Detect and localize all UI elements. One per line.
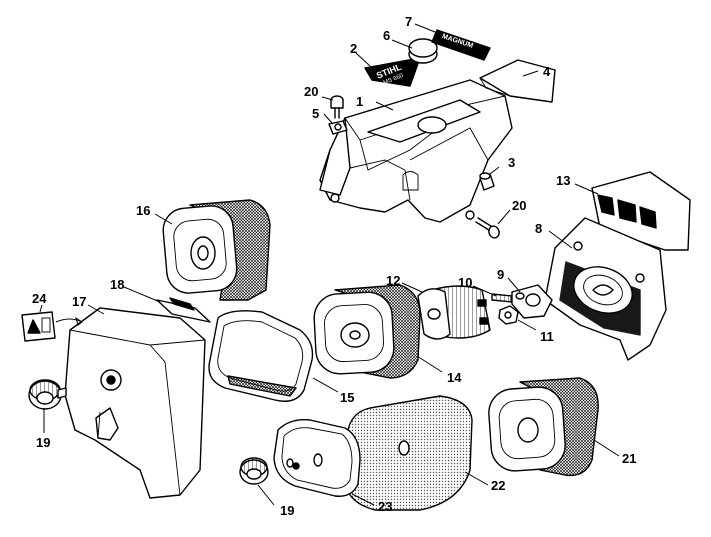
part-21-filter — [488, 377, 599, 477]
callout-5: 5 — [312, 106, 319, 121]
part-19-knob-left — [28, 379, 67, 410]
part-3-grommet — [479, 172, 495, 191]
part-18-seal-strip — [156, 297, 211, 323]
callout-12: 12 — [386, 273, 400, 288]
part-9-bracket — [511, 284, 553, 319]
callout-3: 3 — [508, 155, 515, 170]
callout-19-bottom: 19 — [280, 503, 294, 518]
callout-24: 24 — [32, 291, 47, 306]
part-20-screw-right — [475, 217, 500, 239]
part-4-cover-panel — [479, 59, 556, 103]
part-19-knob-bottom — [239, 457, 269, 485]
callout-14: 14 — [447, 370, 462, 385]
callout-10: 10 — [458, 275, 472, 290]
callout-11: 11 — [540, 329, 554, 344]
part-16-filter — [162, 199, 271, 301]
callout-13: 13 — [556, 173, 570, 188]
callout-20-right: 20 — [512, 198, 526, 213]
part-15-gasket-ring — [208, 310, 314, 402]
part-23-cover-plate — [273, 419, 361, 497]
callout-19-left: 19 — [36, 435, 50, 450]
part-17-filter-cover — [64, 307, 206, 499]
part-12-prefilter — [417, 285, 491, 340]
part-20-screw-top — [330, 95, 344, 119]
callout-7: 7 — [405, 14, 412, 29]
callout-22: 22 — [491, 478, 505, 493]
callout-1: 1 — [356, 94, 363, 109]
callout-4: 4 — [543, 64, 551, 79]
part-7-plate: MAGNUM — [431, 29, 491, 61]
part-6-cap — [408, 38, 438, 64]
callout-23: 23 — [378, 499, 392, 514]
leader-lines — [39, 23, 620, 506]
callout-2: 2 — [350, 41, 357, 56]
callout-15: 15 — [340, 390, 354, 405]
part-14-filter — [313, 284, 421, 379]
part-1-shroud — [319, 79, 513, 223]
part-2-badge: STIHL MS 660 — [364, 57, 421, 87]
callout-6: 6 — [383, 28, 390, 43]
part-24-label — [21, 311, 56, 342]
callout-20-top: 20 — [304, 84, 318, 99]
part-11-nut — [498, 305, 519, 325]
callout-labels: 1 2 3 4 5 6 7 8 9 10 11 12 13 14 15 16 1… — [32, 14, 636, 518]
callout-18: 18 — [110, 277, 124, 292]
part-8-carrier-frame — [544, 217, 667, 361]
callout-8: 8 — [535, 221, 542, 236]
callout-21: 21 — [622, 451, 636, 466]
part-5-washer — [328, 120, 348, 135]
part-22-foam-filter — [344, 395, 473, 511]
callout-16: 16 — [136, 203, 150, 218]
callout-17: 17 — [72, 294, 86, 309]
callout-9: 9 — [497, 267, 504, 282]
